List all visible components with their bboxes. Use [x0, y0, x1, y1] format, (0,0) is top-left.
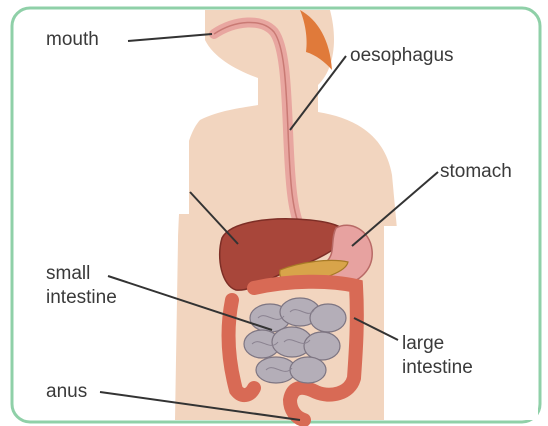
label-stomach: stomach — [440, 160, 512, 184]
leader-mouth — [128, 34, 212, 41]
label-small-intestine-2: intestine — [46, 286, 117, 310]
label-small-intestine-1: small — [46, 262, 90, 286]
mask-block-left-lower — [125, 214, 157, 364]
mask-block-left — [125, 96, 189, 214]
label-oesophagus: oesophagus — [350, 44, 454, 68]
label-anus: anus — [46, 380, 87, 404]
mask-block-right — [384, 226, 538, 420]
label-large-intestine-1: large — [402, 332, 444, 356]
label-mouth: mouth — [46, 28, 99, 52]
label-large-intestine-2: intestine — [402, 356, 473, 380]
